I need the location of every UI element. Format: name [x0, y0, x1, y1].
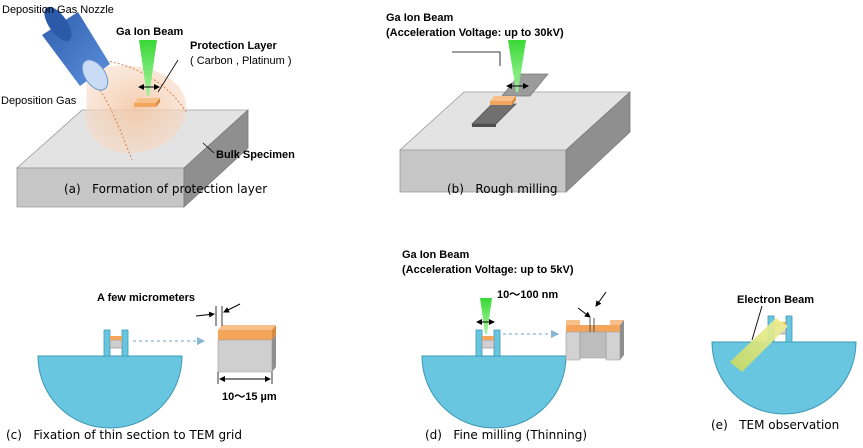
caption-c-html: (c) Fixation of thin section to TEM grid [6, 428, 242, 442]
bulk-specimen-label: Bulk Specimen [216, 149, 295, 161]
caption-b-html: (b) Rough milling [447, 182, 558, 196]
panel-e: Electron Beam [711, 294, 857, 415]
thin-section-c [217, 325, 276, 373]
thickness-label-d: 10～100 nm [497, 289, 558, 301]
thickness-arrow-d [577, 307, 591, 318]
electron-beam-e [730, 318, 788, 372]
electron-beam-label: Electron Beam [737, 294, 814, 306]
protection-layer-block [134, 98, 160, 107]
panel-d: Ga Ion Beam (Acceleration Voltage: up to… [402, 249, 624, 429]
caption-a-html: (a) Formation of protection layer [64, 182, 268, 196]
caption-d-html: (d) Fine milling (Thinning) [425, 428, 588, 442]
electron-beam-leader [751, 305, 763, 341]
beam-label-b: Ga Ion Beam [386, 12, 453, 24]
tem-grid-d [421, 329, 567, 429]
panel-a: Deposition Gas Nozzle Ga Ion Beam Protec… [1, 4, 295, 208]
deposition-gas-label: Deposition Gas [1, 95, 77, 107]
voltage-label-b: (Acceleration Voltage: up to 30kV) [386, 27, 564, 39]
beam-label-d: Ga Ion Beam [402, 249, 469, 261]
protection-layer-materials: ( Carbon , Platinum ) [190, 55, 291, 67]
section-protection-b [490, 96, 516, 105]
protection-layer-label: Protection Layer [190, 40, 278, 52]
panel-b: Ga Ion Beam (Acceleration Voltage: up to… [386, 12, 632, 193]
width-label-c: 10～15 µm [222, 391, 277, 403]
caption-e-html: (e) TEM observation [711, 418, 840, 432]
ga-ion-beam-a [139, 40, 157, 96]
tem-grid-e [711, 315, 857, 415]
thickness-label-c: A few micrometers [97, 292, 195, 304]
panel-c: A few micrometers 10～15 µm [37, 292, 277, 429]
voltage-label-d: (Acceleration Voltage: up to 5kV) [402, 264, 574, 276]
ga-ion-beam-d [480, 298, 492, 334]
tem-grid-c [37, 329, 183, 429]
gas-flow-outline [87, 73, 133, 161]
deposition-gas-nozzle [42, 6, 110, 91]
thinned-section-d [565, 318, 624, 361]
beam-label-a: Ga Ion Beam [116, 26, 183, 38]
ga-ion-beam-b [508, 40, 526, 92]
milled-specimen-block [398, 73, 632, 193]
thickness-arrow-c [195, 311, 215, 318]
nozzle-label: Deposition Gas Nozzle [2, 4, 114, 16]
